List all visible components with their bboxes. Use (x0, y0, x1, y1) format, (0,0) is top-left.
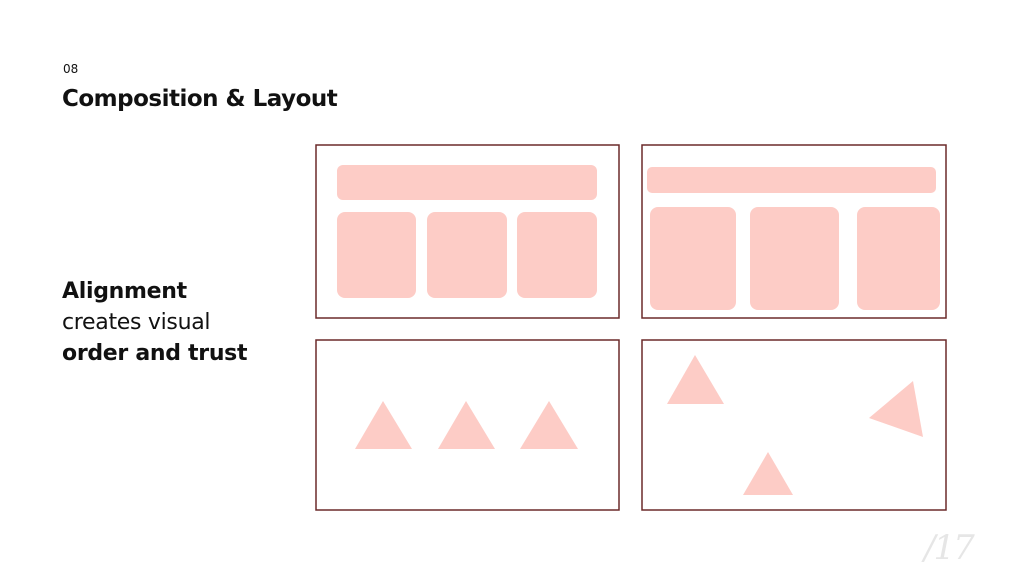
tagline-line-1: Alignment (62, 279, 187, 304)
scattered-triangles-frame (641, 339, 947, 511)
triangle-shape (438, 401, 495, 449)
card-block (427, 212, 507, 298)
tagline-line-2: creates visual (62, 310, 211, 335)
triangle-shape (355, 401, 412, 449)
card-block (337, 212, 416, 298)
triangle-shape (743, 452, 793, 495)
triangle-shape (667, 355, 724, 404)
slide-title: Composition & Layout (62, 86, 338, 112)
card-block (857, 207, 940, 310)
triangle-shape (520, 401, 578, 449)
misaligned-layout-frame (641, 144, 947, 319)
tagline-line-3: order and trust (62, 341, 248, 366)
aligned-triangles-frame (315, 339, 620, 511)
slide-number: 08 (63, 62, 79, 76)
header-block (337, 165, 597, 200)
card-block (517, 212, 597, 298)
brand-logo: /17 (924, 528, 975, 568)
tagline: Alignment creates visual order and trust (62, 276, 248, 369)
aligned-layout-frame (315, 144, 620, 319)
card-block (750, 207, 839, 310)
header-block (647, 167, 936, 193)
triangle-shape (869, 381, 923, 437)
card-block (650, 207, 736, 310)
